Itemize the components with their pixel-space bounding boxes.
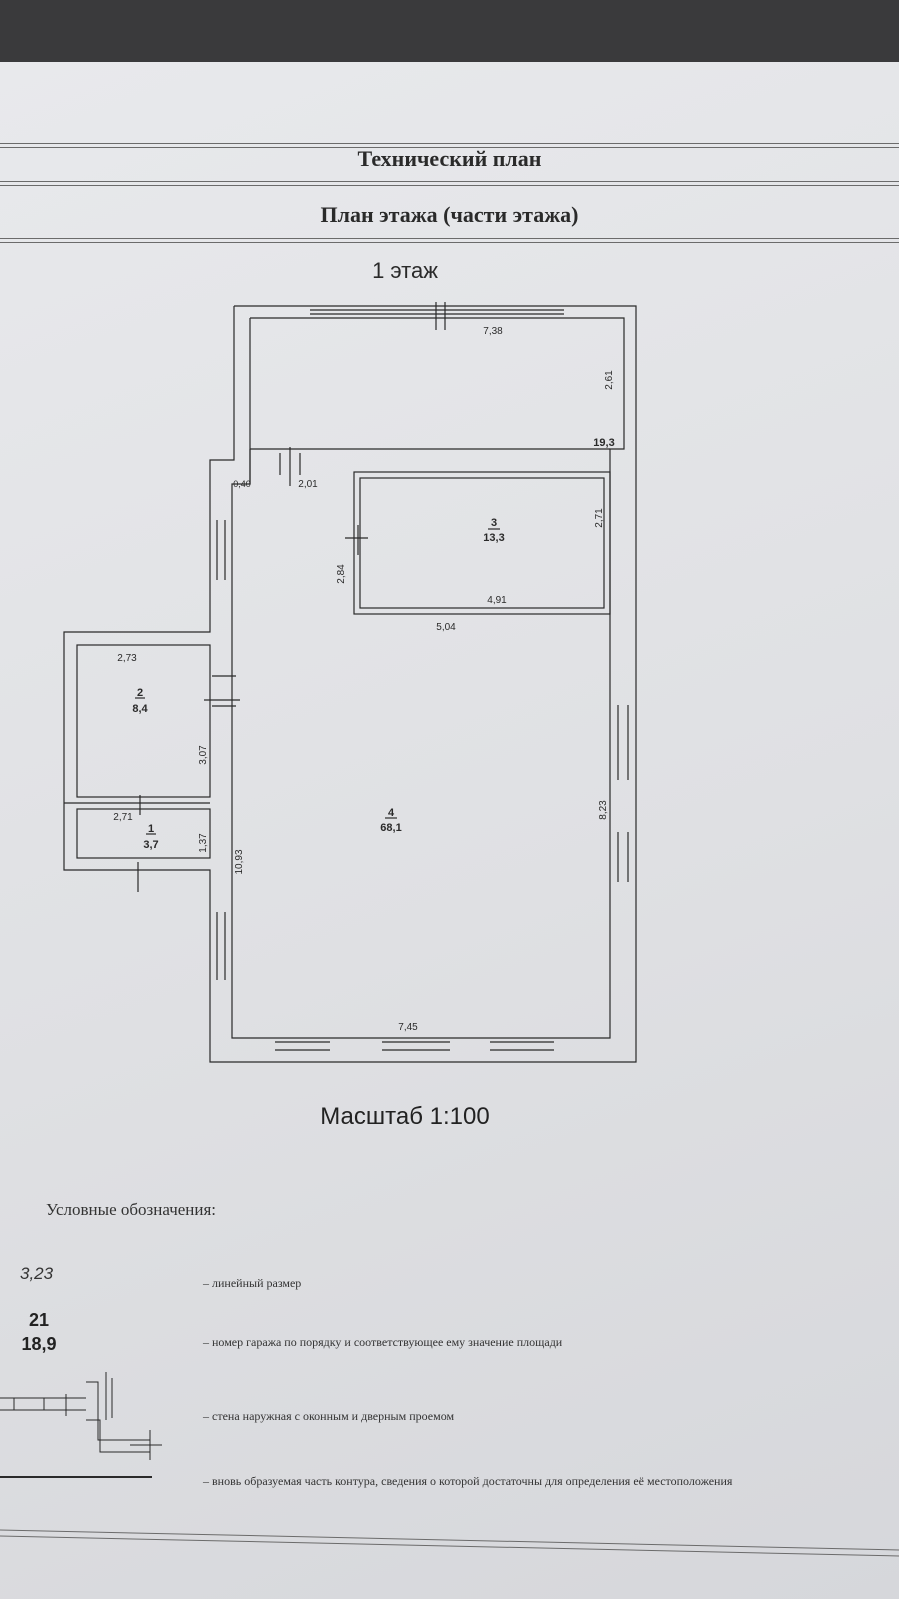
room-1-outline xyxy=(76,808,211,859)
dim-wall-offset: 0,40 xyxy=(233,479,251,489)
room-3-area: 13,3 xyxy=(483,532,504,544)
room-4-area: 68,1 xyxy=(380,822,401,834)
room-3-outline xyxy=(353,471,611,615)
legend-item-garage-number: – номер гаража по порядку и соответствую… xyxy=(203,1335,563,1349)
dim-right-height: 8,23 xyxy=(598,800,609,820)
window-left-upper xyxy=(216,520,226,580)
header-rule xyxy=(0,242,899,243)
dim-top-width: 7,38 xyxy=(483,326,503,337)
dim-main-height: 10,93 xyxy=(234,849,245,874)
room-3-number: 3 xyxy=(491,517,497,529)
window-top xyxy=(310,302,564,330)
dim-corridor-width: 2,01 xyxy=(298,479,318,490)
window-right-upper xyxy=(617,705,629,780)
legend-item-outer-wall: – стена наружная с оконным и дверным про… xyxy=(203,1409,455,1423)
header-rule xyxy=(0,181,899,182)
legend-sample-number: 21 xyxy=(28,1310,50,1330)
legend-wall-symbol xyxy=(0,1372,162,1478)
document-subtitle: План этажа (части этажа) xyxy=(320,202,579,227)
dim-room2-width: 2,73 xyxy=(117,653,137,664)
room-4-number: 4 xyxy=(388,807,395,819)
room-2-number: 2 xyxy=(137,687,143,699)
inner-wall xyxy=(231,317,625,1039)
dim-room1-height: 1,37 xyxy=(198,833,209,853)
header-rule xyxy=(0,238,899,239)
outer-wall xyxy=(63,305,637,1063)
legend-item-linear-dimension: – линейный размер xyxy=(203,1276,302,1290)
dim-bottom-width: 7,45 xyxy=(398,1022,418,1033)
dim-top-height: 2,61 xyxy=(604,370,615,390)
top-area-label: 19,3 xyxy=(593,437,614,449)
header-rule xyxy=(0,185,899,186)
header-rule xyxy=(0,143,899,144)
legend-title: Условные обозначения: xyxy=(46,1200,217,1219)
dim-room1-width: 2,71 xyxy=(113,812,133,823)
legend-sample-area: 18,9 xyxy=(21,1334,57,1354)
dim-room3-width: 4,91 xyxy=(487,595,507,606)
floor-label: 1 этаж xyxy=(372,258,438,283)
door-room-2 xyxy=(204,675,240,707)
dim-room2-height: 3,07 xyxy=(198,745,209,765)
room-2-outline xyxy=(76,644,211,798)
window-right-lower xyxy=(617,832,629,882)
window-left-lower xyxy=(216,912,226,980)
door-top-left xyxy=(279,447,301,486)
dim-room3-left-height: 2,84 xyxy=(336,564,347,584)
window-bottom xyxy=(275,1041,554,1051)
legend-sample-dimension: 3,23 xyxy=(20,1264,54,1283)
header-rule xyxy=(0,147,899,148)
room-1-area: 3,7 xyxy=(143,839,158,851)
document-title: Технический план xyxy=(357,146,542,171)
dim-room3-height: 2,71 xyxy=(594,508,605,528)
dim-room3-bottom: 5,04 xyxy=(436,622,456,633)
room-2-area: 8,4 xyxy=(132,703,148,715)
scale-label: Масштаб 1:100 xyxy=(320,1103,490,1130)
room-1-number: 1 xyxy=(148,823,154,835)
legend-item-new-contour: – вновь образуемая часть контура, сведен… xyxy=(203,1474,733,1488)
